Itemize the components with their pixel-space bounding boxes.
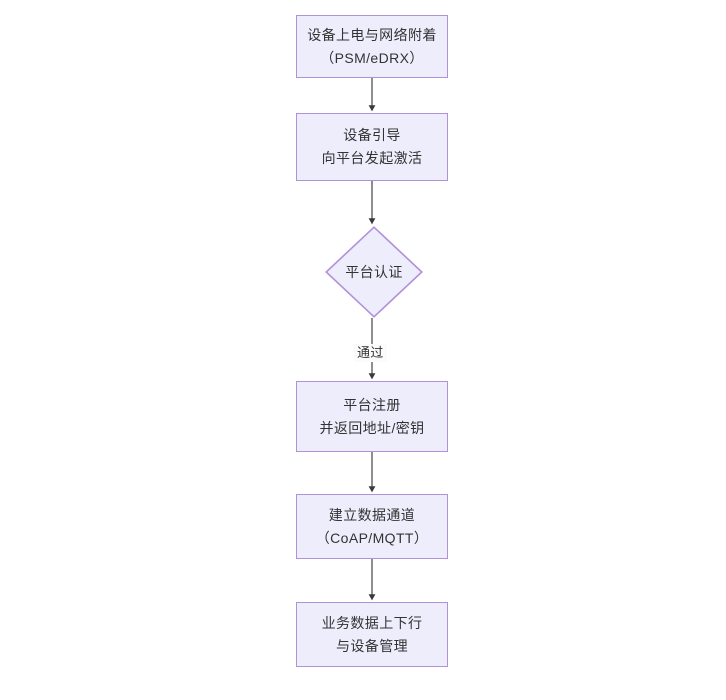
node-establish-data-channel[interactable]: 建立数据通道 （CoAP/MQTT） xyxy=(296,494,448,559)
node-label: 平台认证 xyxy=(345,263,403,280)
node-label: 业务数据上下行 与设备管理 xyxy=(321,614,423,654)
node-label: 平台注册 并返回地址/密钥 xyxy=(319,396,425,436)
edge-label-pass: 通过 xyxy=(354,344,387,362)
node-device-power-on[interactable]: 设备上电与网络附着 （PSM/eDRX） xyxy=(296,15,448,78)
diamond-shape-icon xyxy=(325,226,423,318)
node-business-data-and-device-management[interactable]: 业务数据上下行 与设备管理 xyxy=(296,602,448,667)
node-label: 建立数据通道 （CoAP/MQTT） xyxy=(315,506,429,546)
node-label: 设备引导 向平台发起激活 xyxy=(321,127,423,166)
node-platform-registration[interactable]: 平台注册 并返回地址/密钥 xyxy=(296,381,448,452)
node-label: 设备上电与网络附着 （PSM/eDRX） xyxy=(307,26,437,66)
edge-label-text: 通过 xyxy=(357,345,384,360)
node-device-bootstrap[interactable]: 设备引导 向平台发起激活 xyxy=(296,113,448,181)
node-platform-authentication[interactable]: 平台认证 xyxy=(325,226,423,318)
